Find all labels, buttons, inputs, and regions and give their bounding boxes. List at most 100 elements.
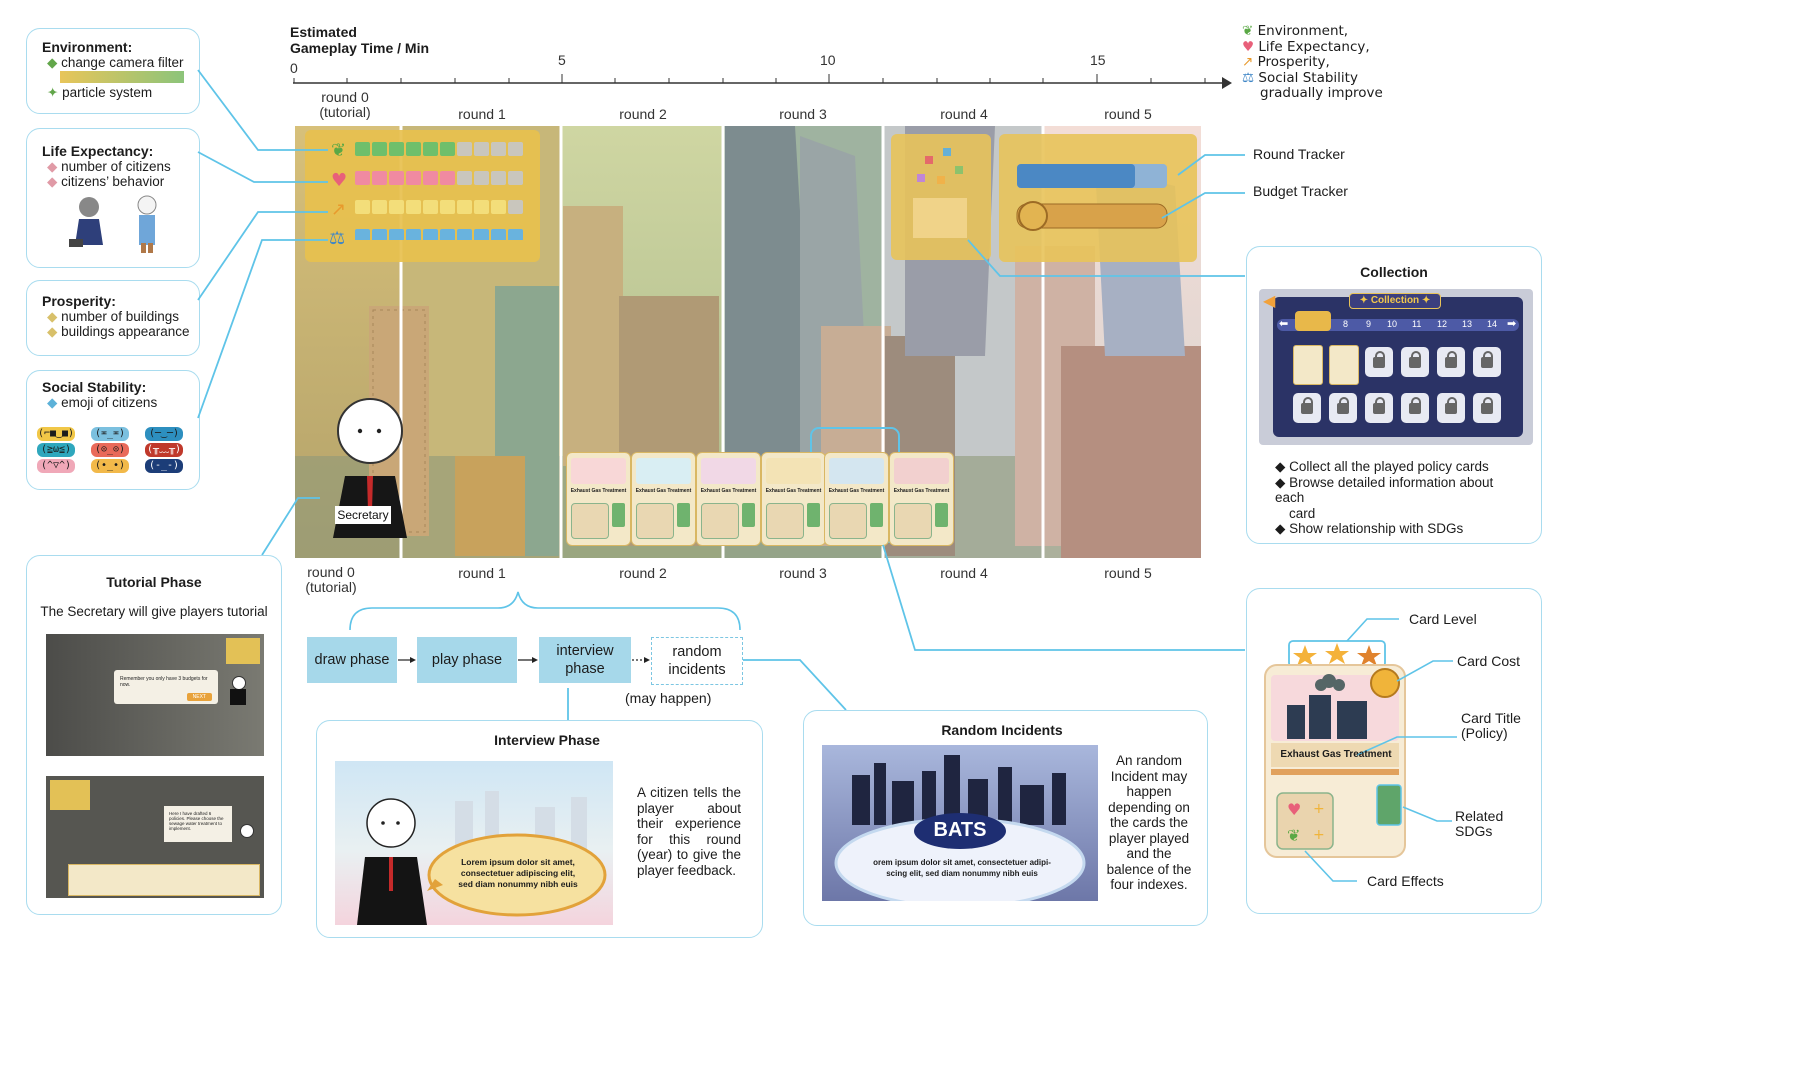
environment-bar-segment	[406, 142, 421, 156]
social-title: Social Stability:	[42, 379, 147, 395]
page-number[interactable]: 13	[1462, 319, 1473, 329]
prev-page-icon[interactable]: ⬅	[1279, 318, 1289, 330]
improve-legend: ❦ Environment, ♥ Life Expectancy, ↗ Pros…	[1242, 23, 1383, 102]
page-number[interactable]: 9	[1366, 319, 1372, 329]
lock-icon	[1437, 393, 1465, 423]
round-5-bottom: round 5	[1104, 565, 1152, 581]
social-bar-segment	[406, 229, 421, 240]
next-page-icon[interactable]: ➡	[1507, 318, 1517, 330]
life-bar-segment	[423, 171, 438, 185]
social-bar-segment	[508, 229, 523, 240]
prosperity-bar-segment	[355, 200, 370, 214]
life-bar-segment	[491, 171, 506, 185]
environment-item2: particle system	[62, 85, 153, 100]
page-number[interactable]: 11	[1412, 319, 1422, 329]
tutorial-panel: Tutorial Phase The Secretary will give p…	[26, 555, 282, 915]
emoji-badge: (-_-)	[145, 459, 183, 473]
camera-filter-gradient	[60, 71, 184, 83]
card-title-label: Card Title (Policy)	[1461, 710, 1521, 741]
prosperity-bar-segment	[440, 200, 455, 214]
played-card-1[interactable]: Exhaust Gas Treatment	[566, 452, 631, 546]
emoji-badge: (⊙_⊙)	[91, 443, 129, 457]
lock-icon	[1437, 347, 1465, 377]
collection-panel: Collection ✦ Collection ✦ ◀ ⬅ ➡ 8 9 10 1…	[1246, 246, 1542, 544]
tutorial-title: Tutorial Phase	[106, 574, 202, 590]
social-bar-segment	[372, 229, 387, 240]
prosperity-bar-segment	[389, 200, 404, 214]
tick-0: 0	[290, 60, 298, 76]
tutorial-screenshot-2: Here I have drafted 6 policies. Please c…	[46, 776, 264, 898]
emoji-badge: (•_•)	[91, 459, 129, 473]
life-title: Life Expectancy:	[42, 143, 154, 159]
tick-5: 5	[558, 52, 566, 68]
life-bar-segment	[406, 171, 421, 185]
collection-bullet-1: Collect all the played policy cards	[1289, 459, 1489, 474]
next-button[interactable]: NEXT	[186, 693, 212, 701]
prosperity-panel: Prosperity: ◆ number of buildings ◆ buil…	[26, 280, 200, 356]
timeline-title: Estimated Gameplay Time / Min	[290, 24, 429, 56]
flow-arrows	[398, 657, 650, 663]
life-bar-segment	[355, 171, 370, 185]
environment-bar-segment	[389, 142, 404, 156]
svg-text:⚖: ⚖	[329, 228, 345, 249]
svg-text:+: +	[1313, 801, 1325, 817]
lock-icon	[1401, 393, 1429, 423]
life-bar-segment	[440, 171, 455, 185]
interview-desc: A citizen tells the player about their e…	[637, 785, 741, 878]
tutorial-screenshot-1: Remember you only have 3 budgets for now…	[46, 634, 264, 756]
current-page-tab[interactable]	[1295, 311, 1331, 331]
played-card-3[interactable]: Exhaust Gas Treatment	[696, 452, 761, 546]
played-card-6[interactable]: Exhaust Gas Treatment	[889, 452, 954, 546]
life-bar-segment	[457, 171, 472, 185]
random-incidents-box: random incidents	[651, 637, 743, 685]
life-bar-segment	[474, 171, 489, 185]
random-panel: Random Incidents BATS orem ipsum dolor s…	[803, 710, 1208, 926]
collected-card[interactable]	[1293, 345, 1323, 385]
scale-icon: ⚖	[1242, 69, 1255, 86]
page-number[interactable]: 8	[1343, 319, 1349, 329]
environment-bar-segment	[474, 142, 489, 156]
environment-panel: Environment: ◆ change camera filter ✦ pa…	[26, 28, 200, 114]
page-number[interactable]: 10	[1387, 319, 1398, 329]
growth-arrow-icon: ↗	[1242, 54, 1254, 70]
played-card-5[interactable]: Exhaust Gas Treatment	[824, 452, 889, 546]
improve-line-5: gradually improve	[1260, 85, 1383, 101]
social-bar-segment	[389, 229, 404, 240]
social-item1: emoji of citizens	[61, 395, 158, 410]
round-3-top: round 3	[779, 106, 827, 122]
play-phase-box: play phase	[417, 637, 517, 683]
prosperity-bar-segment	[406, 200, 421, 214]
played-card-2[interactable]: Exhaust Gas Treatment	[631, 452, 696, 546]
round-4-bottom: round 4	[940, 565, 988, 581]
social-bar-segment	[423, 229, 438, 240]
interview-scene: Lorem ipsum dolor sit amet, consectetuer…	[335, 761, 613, 925]
tutorial-dialog-1: Remember you only have 3 budgets for now…	[114, 670, 218, 704]
card-effects-label: Card Effects	[1367, 873, 1444, 889]
played-card-4[interactable]: Exhaust Gas Treatment	[761, 452, 826, 546]
card-cost-label: Card Cost	[1457, 653, 1521, 669]
improve-line-3: Prosperity,	[1257, 54, 1330, 70]
round-1-bottom: round 1	[458, 565, 506, 581]
diamond-icon: ◆	[47, 55, 58, 70]
card-anatomy-panel: ♥ ❦ + + Exhaust Gas Treatment Card Level…	[1246, 588, 1542, 914]
collection-bullets: ◆ Collect all the played policy cards ◆ …	[1275, 459, 1494, 536]
tick-10: 10	[820, 52, 836, 68]
back-arrow-icon[interactable]: ◀	[1263, 293, 1276, 310]
page-number[interactable]: 14	[1487, 319, 1498, 329]
particle-icon: ✦	[47, 85, 59, 100]
collected-card[interactable]	[1329, 345, 1359, 385]
random-scene-text: orem ipsum dolor sit amet, consectetuer …	[873, 858, 1051, 878]
life-bar-segment	[389, 171, 404, 185]
page-number[interactable]: 12	[1437, 319, 1448, 329]
prosperity-item1: number of buildings	[61, 309, 179, 324]
tutorial-desc: The Secretary will give players tutorial	[40, 604, 268, 619]
environment-bar-segment	[372, 142, 387, 156]
prosperity-bar-segment	[474, 200, 489, 214]
life-bar-segment	[508, 171, 523, 185]
round-0-top: round 0(tutorial)	[319, 89, 371, 120]
svg-text:Secretary: Secretary	[337, 508, 388, 522]
life-item1: number of citizens	[61, 159, 171, 174]
emoji-badge: (≖_≖)	[91, 427, 129, 441]
interview-title: Interview Phase	[494, 732, 600, 748]
